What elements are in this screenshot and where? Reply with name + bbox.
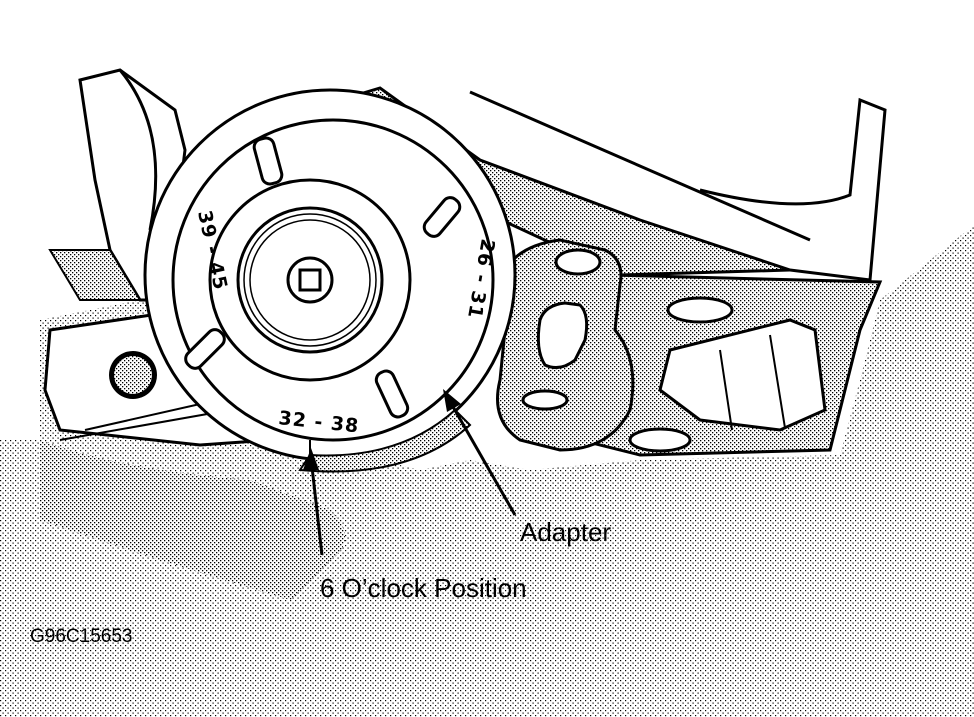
housing-lower-sweep xyxy=(40,440,345,600)
window-line xyxy=(769,334,786,429)
left-plate-edge xyxy=(118,69,158,231)
plate-hole xyxy=(554,248,602,276)
upper-edge-line xyxy=(469,90,811,242)
dial-slot xyxy=(374,369,410,419)
six-oclock-leader xyxy=(309,457,324,556)
adapter-leader xyxy=(446,397,517,516)
bracket-line xyxy=(59,409,231,441)
plate-slot xyxy=(536,301,589,370)
figure-id: G96C15653 xyxy=(30,626,132,647)
dial-ring-shadow xyxy=(298,408,472,473)
plate-hole xyxy=(521,389,569,411)
left-plate-shade xyxy=(48,249,142,301)
right-housing xyxy=(699,97,887,282)
bracket-slot xyxy=(628,427,692,453)
window-line xyxy=(719,349,733,431)
bracket-slot xyxy=(666,296,734,324)
six-oclock-label: 6 O’clock Position xyxy=(320,573,527,603)
adapter-arrowhead xyxy=(443,389,461,412)
six-oclock-arrowhead xyxy=(303,448,319,470)
hub-ring-inner xyxy=(249,219,371,341)
dial-slot xyxy=(422,196,462,238)
square-drive xyxy=(298,268,322,292)
dial-slot xyxy=(252,136,284,186)
dial-slot xyxy=(184,328,226,370)
bolt-face xyxy=(114,356,152,394)
bracket-window xyxy=(658,318,827,432)
hub-ring-inner xyxy=(243,213,377,347)
adapter-label: Adapter xyxy=(520,517,611,547)
